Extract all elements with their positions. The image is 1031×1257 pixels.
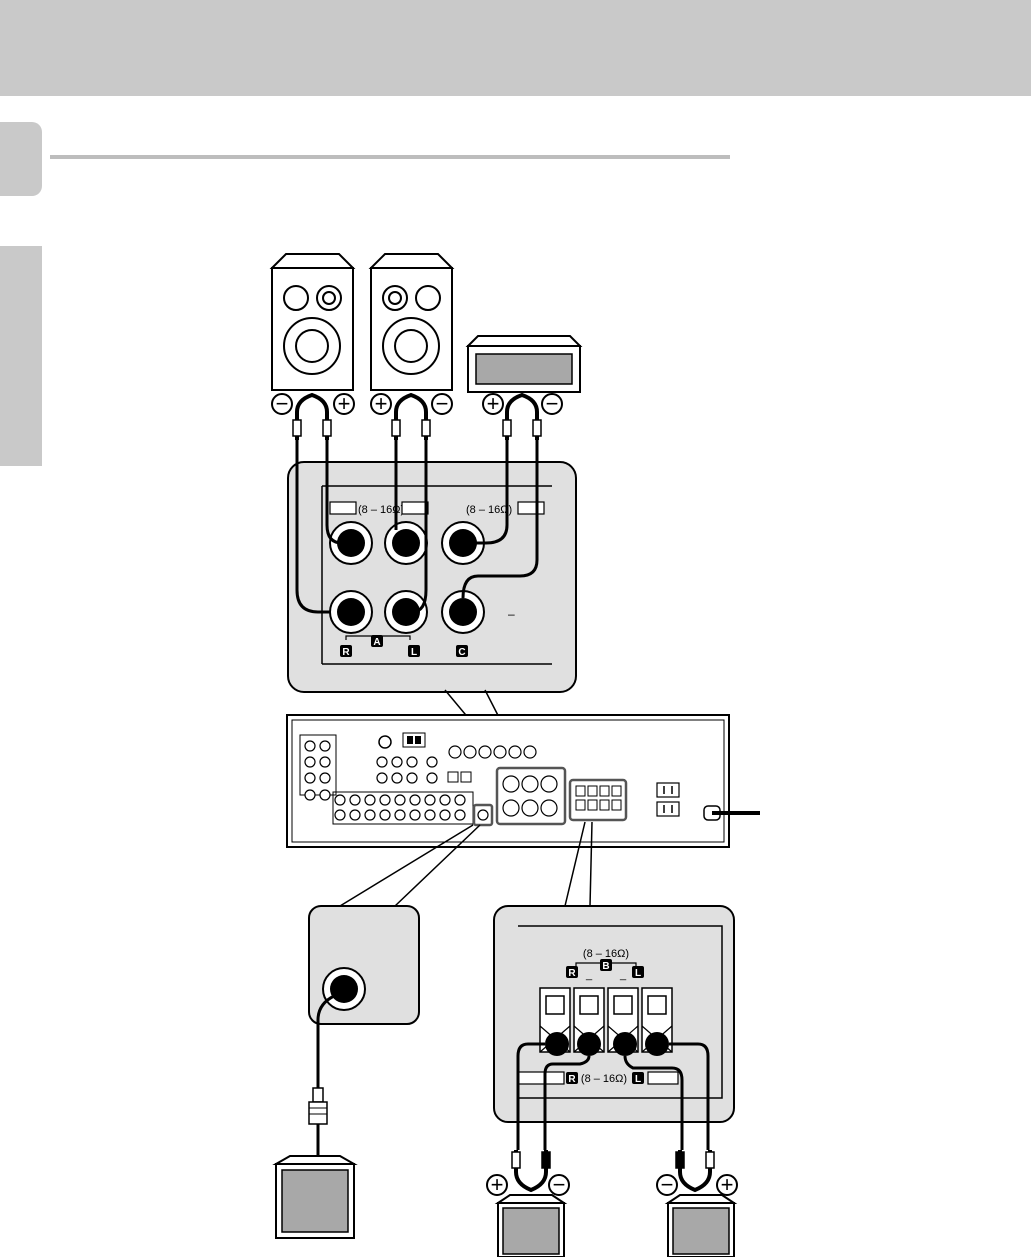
surround-left-speaker-icon (664, 1194, 738, 1257)
front-right-minus-terminal (329, 590, 373, 634)
surround-callout-leader (564, 821, 593, 907)
impedance-label: (8 – 16Ω) (358, 504, 404, 516)
badge-center: C (458, 647, 465, 658)
sub-callout-leader (339, 824, 481, 907)
rca-plug-icon (308, 1087, 328, 1156)
polarity-minus: − (436, 391, 449, 416)
dash-label: _ (619, 969, 627, 981)
impedance-label: (8 – 16Ω) (466, 504, 512, 516)
badge-left: L (635, 968, 641, 979)
surround-polarity-symbols: + − − + (486, 1172, 738, 1197)
surround-right-speaker-icon (494, 1194, 568, 1257)
side-tab (0, 122, 42, 196)
polarity-minus: − (276, 391, 289, 416)
section-rule (50, 155, 730, 159)
impedance-label: (8 – 16Ω) (581, 1073, 627, 1085)
svg-text:−: − (553, 1172, 566, 1197)
speaker-wire-tails (292, 392, 542, 440)
badge-group-a: A (373, 637, 380, 648)
badge-group-b: B (602, 961, 609, 972)
dash-label: _ (585, 969, 593, 981)
badge-right: R (568, 968, 576, 979)
front-speaker-wires (295, 440, 539, 614)
badge-left: L (411, 647, 417, 658)
polarity-plus: + (487, 391, 500, 416)
polarity-plus: + (375, 391, 388, 416)
surround-speaker-wires (516, 1042, 710, 1150)
front-left-speaker-icon (368, 253, 455, 391)
center-speaker-icon (465, 335, 583, 393)
subwoofer-icon (272, 1155, 358, 1239)
header-band (0, 0, 1031, 96)
svg-text:+: + (491, 1172, 504, 1197)
surround-wire-tails (511, 1150, 715, 1193)
subwoofer-out-panel (308, 905, 420, 1088)
badge-right: R (342, 647, 350, 658)
surround-terminal-panel: (8 – 16Ω) B R _ _ L R (8 – 16Ω) L (493, 905, 735, 1123)
front-terminal-panel: (8 – 16Ω) (8 – 16Ω) – A R L C (287, 461, 577, 693)
receiver-icon (286, 714, 760, 848)
front-right-speaker-icon (269, 253, 356, 391)
badge-right: R (568, 1074, 576, 1085)
polarity-plus: + (338, 391, 351, 416)
badge-left: L (635, 1074, 641, 1085)
svg-text:−: − (661, 1172, 674, 1197)
front-left-plus-terminal (384, 521, 428, 565)
svg-text:+: + (721, 1172, 734, 1197)
polarity-minus: − (546, 391, 559, 416)
dash-label: – (508, 607, 515, 621)
polarity-symbols: − + + − + − (271, 391, 563, 416)
front-left-minus-terminal (384, 590, 428, 634)
side-tab-section (0, 246, 42, 466)
impedance-label: (8 – 16Ω) (583, 948, 629, 960)
